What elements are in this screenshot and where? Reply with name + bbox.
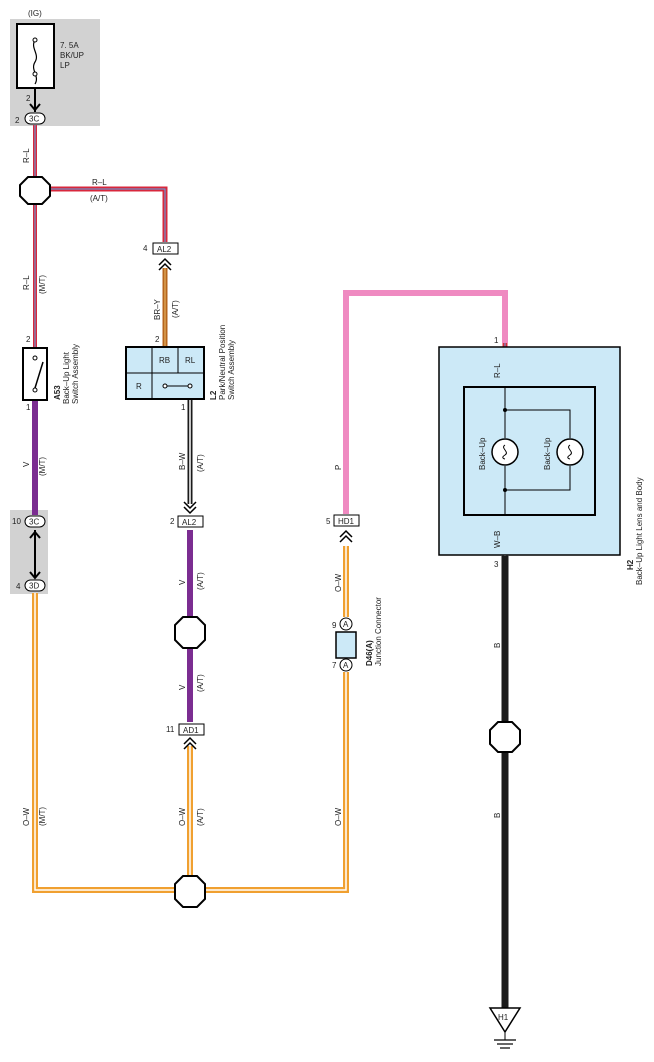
fuse-name-2: LP — [60, 61, 70, 70]
connector-ad1-chevron — [183, 736, 197, 750]
junction-splice-bottom — [174, 875, 206, 908]
wire-label-b-upper: B — [493, 643, 502, 648]
connector-al2-mid — [177, 515, 204, 528]
h2-pin-bottom: 3 — [494, 560, 499, 569]
wire-label-bry: BR–Y — [153, 298, 162, 320]
wire-label-rl-lamp: R–L — [493, 363, 502, 378]
wire-ow-left — [32, 593, 176, 893]
l2-line1: Park/Neutral Position — [218, 325, 227, 400]
connector-3d — [24, 579, 46, 592]
d46-pin-bottom: 7 — [332, 661, 337, 670]
svg-text:A: A — [343, 661, 349, 670]
svg-text:3C: 3C — [29, 518, 39, 527]
a53-pin-bottom: 1 — [26, 403, 31, 412]
junction-splice-ground — [489, 721, 521, 753]
wire-label-wb: W–B — [493, 531, 502, 548]
connector-al2-mid-chevron — [183, 501, 197, 515]
wire-label-at-horizontal: (A/T) — [90, 194, 108, 203]
wire-label-mt-ow-left: (M/T) — [38, 807, 47, 826]
d46-terminal-bottom — [339, 658, 353, 672]
wire-label-at-bw: (A/T) — [196, 454, 205, 472]
wire-label-v-mid2: V — [178, 684, 187, 690]
fuse-rating: 7. 5A — [60, 41, 79, 50]
svg-text:AD1: AD1 — [183, 726, 199, 735]
l2-pin-top: 2 — [155, 335, 160, 344]
connector-hd1 — [333, 514, 360, 527]
wire-label-bw: B–W — [178, 452, 187, 470]
l2-rl: RL — [185, 356, 196, 365]
fuse-ig-label: (IG) — [28, 9, 42, 18]
connector-3c — [24, 515, 46, 528]
svg-text:AL2: AL2 — [157, 245, 172, 254]
wire-label-v-left: V — [22, 461, 31, 467]
a53-code: A53 — [53, 385, 62, 400]
l2-code: L2 — [209, 390, 218, 400]
fuse-name-1: BK/UP — [60, 51, 84, 60]
bulb-1-icon — [491, 438, 519, 466]
l2-line2: Switch Assembly — [227, 340, 236, 400]
wire-label-rl-left: R–L — [22, 275, 31, 290]
svg-text:A: A — [343, 620, 349, 629]
h2-line1: Back–Up Light Lens and Body — [635, 477, 644, 585]
wire-label-ow-jc-top: O–W — [334, 573, 343, 592]
connector-3c-pin: 10 — [12, 517, 21, 526]
svg-text:HD1: HD1 — [338, 517, 355, 526]
wire-label-v-mid1: V — [178, 579, 187, 585]
wire-label-at-v-mid1: (A/T) — [196, 572, 205, 590]
d46-terminal-top — [339, 617, 353, 631]
wire-label-at-ow-mid: (A/T) — [196, 808, 205, 826]
junction-splice-top — [19, 176, 51, 205]
svg-text:3D: 3D — [29, 582, 39, 591]
a53-pin-top: 2 — [26, 335, 31, 344]
svg-text:3C: 3C — [29, 115, 39, 124]
bulb-1-label: Back–Up — [478, 437, 487, 470]
h2-pin-top: 1 — [494, 336, 499, 345]
connector-al2-top-chevron — [158, 257, 172, 271]
wire-label-ow-left: O–W — [22, 807, 31, 826]
connector-hd1-chevron — [339, 529, 353, 543]
l2-r: R — [136, 382, 142, 391]
connector-al2-top — [152, 242, 179, 255]
l2-pin-bottom: 1 — [181, 403, 186, 412]
wire-label-at-bry: (A/T) — [171, 300, 180, 318]
d46-line1: Junction Connector — [374, 597, 383, 666]
svg-text:AL2: AL2 — [182, 518, 197, 527]
connector-3c-top — [24, 112, 46, 125]
wire-p — [343, 290, 508, 514]
wire-label-ow-mid: O–W — [178, 807, 187, 826]
ad1-pin: 11 — [166, 725, 175, 734]
d46-junction-connector-icon — [335, 631, 357, 659]
fuse-pin-conn: 2 — [15, 116, 20, 125]
wire-rl-horizontal — [50, 186, 168, 242]
d46-code: D46(A) — [365, 640, 374, 666]
wire-label-b-lower: B — [493, 813, 502, 818]
junction-splice-mid — [174, 616, 206, 649]
connector-3d-pin: 4 — [16, 582, 21, 591]
wire-label-mt-v-left: (M/T) — [38, 457, 47, 476]
wire-label-rl-horizontal: R–L — [92, 178, 107, 187]
wire-label-p: P — [334, 465, 343, 470]
al2-mid-pin: 2 — [170, 517, 175, 526]
l2-rb: RB — [159, 356, 170, 365]
wire-label-at-v-mid2: (A/T) — [196, 674, 205, 692]
al2-top-pin: 4 — [143, 244, 148, 253]
ground-h1-label: H1 — [498, 1013, 509, 1022]
fuse-pin-top: 2 — [26, 94, 31, 103]
wire-label-rl-top: R–L — [22, 148, 31, 163]
h2-code: H2 — [626, 559, 635, 570]
connector-ad1 — [178, 723, 205, 736]
bulb-2-icon — [556, 438, 584, 466]
d46-pin-top: 9 — [332, 621, 337, 630]
bulb-2-label: Back–Up — [543, 437, 552, 470]
a53-line2: Switch Assembly — [71, 344, 80, 404]
hd1-pin: 5 — [326, 517, 331, 526]
ground-h1-icon — [488, 1007, 522, 1034]
wire-ow-right — [205, 672, 349, 893]
fuse-icon — [16, 23, 55, 89]
a53-line1: Back–Up Light — [62, 351, 71, 404]
wire-label-mt-left: (M/T) — [38, 275, 47, 294]
wire-label-ow-jc-bottom: O–W — [334, 807, 343, 826]
